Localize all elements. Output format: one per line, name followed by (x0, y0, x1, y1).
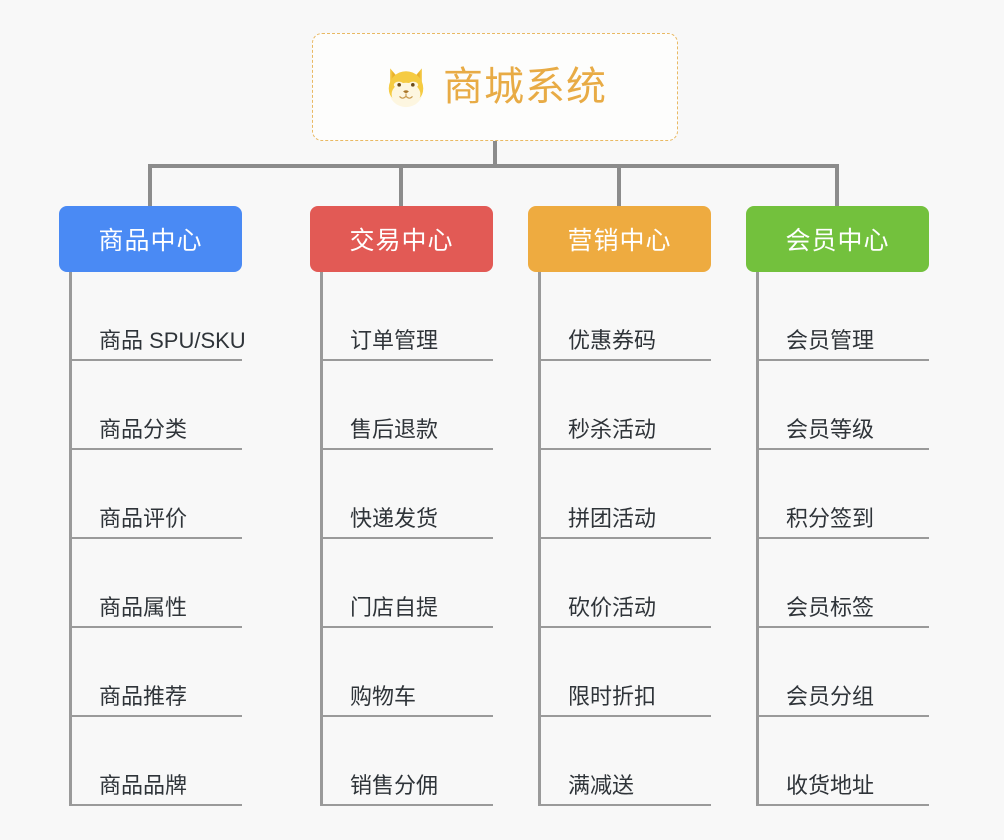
list-item[interactable]: 订单管理 (323, 272, 493, 361)
list-item[interactable]: 商品 SPU/SKU (72, 272, 246, 361)
column-header-label: 交易中心 (349, 227, 454, 255)
list-item[interactable]: 秒杀活动 (541, 361, 711, 450)
shiba-dog-icon (383, 64, 429, 110)
list-item-label: 会员标签 (786, 594, 875, 620)
list-item-label: 商品 SPU/SKU (99, 327, 246, 353)
list-item[interactable]: 商品属性 (72, 539, 242, 628)
list-item-label: 商品品牌 (99, 772, 188, 798)
list-item[interactable]: 售后退款 (323, 361, 493, 450)
list-item[interactable]: 商品推荐 (72, 628, 242, 717)
list-item-label: 门店自提 (350, 594, 439, 620)
list-item-label: 收货地址 (786, 772, 875, 798)
column-trade-center: 交易中心 订单管理 售后退款 快递发货 门店自提 购物车 销售分佣 (310, 206, 493, 806)
list-item-label: 拼团活动 (568, 505, 657, 531)
list-item-label: 售后退款 (350, 416, 439, 442)
list-item-label: 满减送 (568, 772, 635, 798)
list-item[interactable]: 购物车 (323, 628, 493, 717)
column-items-marketing-center: 优惠券码 秒杀活动 拼团活动 砍价活动 限时折扣 满减送 (538, 272, 711, 806)
column-product-center: 商品中心 商品 SPU/SKU 商品分类 商品评价 商品属性 商品推荐 商品品牌 (59, 206, 246, 806)
list-item-label: 商品属性 (99, 594, 188, 620)
list-item[interactable]: 会员管理 (759, 272, 929, 361)
list-item[interactable]: 拼团活动 (541, 450, 711, 539)
list-item-label: 限时折扣 (568, 683, 657, 709)
connector-drop-1 (148, 166, 152, 206)
list-item[interactable]: 会员分组 (759, 628, 929, 717)
column-items-trade-center: 订单管理 售后退款 快递发货 门店自提 购物车 销售分佣 (320, 272, 493, 806)
list-item[interactable]: 会员等级 (759, 361, 929, 450)
column-member-center: 会员中心 会员管理 会员等级 积分签到 会员标签 会员分组 收货地址 (746, 206, 929, 806)
list-item-label: 快递发货 (350, 505, 439, 531)
list-item[interactable]: 限时折扣 (541, 628, 711, 717)
column-header-member-center[interactable]: 会员中心 (746, 206, 929, 272)
column-items-product-center: 商品 SPU/SKU 商品分类 商品评价 商品属性 商品推荐 商品品牌 (69, 272, 246, 806)
list-item-label: 砍价活动 (568, 594, 657, 620)
column-items-member-center: 会员管理 会员等级 积分签到 会员标签 会员分组 收货地址 (756, 272, 929, 806)
root-title: 商城系统 (443, 65, 607, 109)
list-item[interactable]: 砍价活动 (541, 539, 711, 628)
list-item-label: 商品评价 (99, 505, 188, 531)
column-marketing-center: 营销中心 优惠券码 秒杀活动 拼团活动 砍价活动 限时折扣 满减送 (528, 206, 711, 806)
connector-drop-3 (617, 166, 621, 206)
list-item-label: 商品推荐 (99, 683, 188, 709)
column-header-label: 营销中心 (567, 227, 672, 255)
list-item-label: 积分签到 (786, 505, 875, 531)
list-item-label: 秒杀活动 (568, 416, 657, 442)
list-item[interactable]: 商品品牌 (72, 717, 242, 806)
column-header-marketing-center[interactable]: 营销中心 (528, 206, 711, 272)
list-item[interactable]: 商品分类 (72, 361, 242, 450)
column-header-label: 商品中心 (98, 227, 203, 255)
column-header-label: 会员中心 (785, 227, 890, 255)
list-item-label: 会员等级 (786, 416, 875, 442)
column-header-trade-center[interactable]: 交易中心 (310, 206, 493, 272)
list-item[interactable]: 销售分佣 (323, 717, 493, 806)
list-item[interactable]: 商品评价 (72, 450, 242, 539)
column-header-product-center[interactable]: 商品中心 (59, 206, 242, 272)
list-item-label: 商品分类 (99, 416, 188, 442)
connector-drop-4 (835, 166, 839, 206)
list-item-label: 会员分组 (786, 683, 875, 709)
list-item[interactable]: 收货地址 (759, 717, 929, 806)
list-item[interactable]: 满减送 (541, 717, 711, 806)
connector-drop-2 (399, 166, 403, 206)
list-item-label: 销售分佣 (350, 772, 439, 798)
connector-horizontal-bar (148, 164, 839, 168)
list-item-label: 订单管理 (350, 327, 439, 353)
connector-root-vertical (493, 141, 497, 168)
list-item-label: 优惠券码 (568, 327, 657, 353)
list-item[interactable]: 门店自提 (323, 539, 493, 628)
list-item[interactable]: 快递发货 (323, 450, 493, 539)
list-item[interactable]: 优惠券码 (541, 272, 711, 361)
list-item[interactable]: 会员标签 (759, 539, 929, 628)
list-item-label: 购物车 (350, 683, 417, 709)
root-node[interactable]: 商城系统 (312, 33, 678, 141)
list-item[interactable]: 积分签到 (759, 450, 929, 539)
list-item-label: 会员管理 (786, 327, 875, 353)
